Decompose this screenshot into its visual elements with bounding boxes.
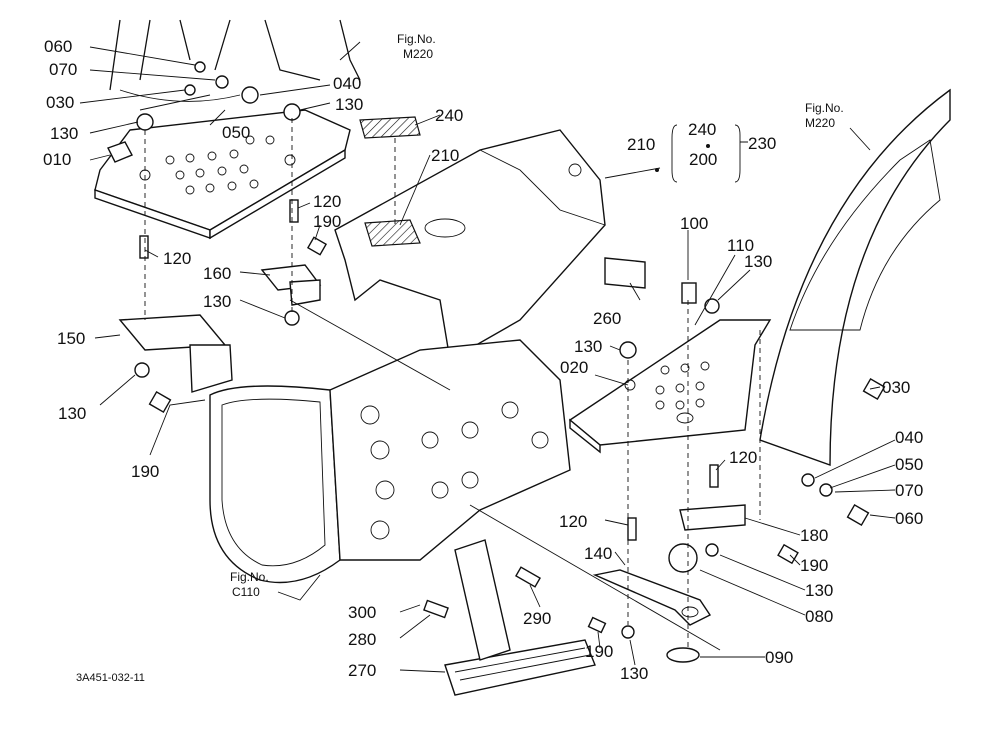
part-label-120: 120 <box>163 249 192 268</box>
group-label-210: 210 <box>627 135 656 154</box>
left-step-plate <box>94 109 351 240</box>
fig-ref-label: Fig.No. <box>397 32 436 46</box>
part-label-130: 130 <box>620 664 649 683</box>
part-label-030: 030 <box>46 93 75 112</box>
part-label-260: 260 <box>593 309 622 328</box>
part-label-140: 140 <box>584 544 613 563</box>
part-label-190: 190 <box>313 212 342 231</box>
part-260 <box>604 257 646 289</box>
part-label-190: 190 <box>800 556 829 575</box>
arm-140 <box>592 569 712 626</box>
leader-lines <box>79 41 896 673</box>
transmission-housing <box>209 339 571 584</box>
part-label-160: 160 <box>203 264 232 283</box>
part-label-280: 280 <box>348 630 377 649</box>
part-label-010: 010 <box>43 150 72 169</box>
centre-lines <box>144 118 761 650</box>
part-label-100: 100 <box>680 214 709 233</box>
part-label-290: 290 <box>523 609 552 628</box>
part-label-120: 120 <box>559 512 588 531</box>
part-label-270: 270 <box>348 661 377 680</box>
part-label-080: 080 <box>805 607 834 626</box>
part-label-130: 130 <box>335 95 364 114</box>
part-label-060: 060 <box>44 37 73 56</box>
part-label-240: 240 <box>435 106 464 125</box>
plate-holes <box>139 135 296 195</box>
fig-ref-number: C110 <box>232 585 260 599</box>
cab-frame-outline <box>109 19 361 111</box>
part-label-090: 090 <box>765 648 794 667</box>
decal-240 <box>359 116 421 139</box>
fig-ref-label: Fig.No. <box>230 570 269 584</box>
part-label-040: 040 <box>333 74 362 93</box>
fig-ref-number: M220 <box>403 47 434 61</box>
bracket-160 <box>260 264 322 306</box>
part-label-130: 130 <box>203 292 232 311</box>
bracket-180 <box>679 504 746 531</box>
group-label-200: 200 <box>689 150 718 169</box>
part-label-300: 300 <box>348 603 377 622</box>
part-label-130: 130 <box>805 581 834 600</box>
fig-ref-number: M220 <box>805 116 836 130</box>
right-step-plate <box>568 319 772 454</box>
fig-ref-label: Fig.No. <box>805 101 844 115</box>
part-label-060: 060 <box>895 509 924 528</box>
part-label-050: 050 <box>895 455 924 474</box>
part-label-120: 120 <box>313 192 342 211</box>
center-cover <box>334 129 606 362</box>
part-label-180: 180 <box>800 526 829 545</box>
part-label-130: 130 <box>574 337 603 356</box>
part-label-070: 070 <box>895 481 924 500</box>
part-label-150: 150 <box>57 329 86 348</box>
right-fender <box>759 88 951 466</box>
group-label-240: 240 <box>688 120 717 139</box>
part-label-190: 190 <box>585 642 614 661</box>
part-label-130: 130 <box>50 124 79 143</box>
group-bracket-230 <box>655 124 748 183</box>
part-label-110: 110 <box>727 236 755 255</box>
part-label-050: 050 <box>222 123 251 142</box>
part-label-130: 130 <box>744 252 773 271</box>
group-label-230: 230 <box>748 134 777 153</box>
part-label-040: 040 <box>895 428 924 447</box>
drawing-code: 3A451-032-11 <box>76 672 145 684</box>
part-label-120: 120 <box>729 448 758 467</box>
part-label-130: 130 <box>58 404 87 423</box>
part-label-030: 030 <box>882 378 911 397</box>
bracket-150 <box>118 314 233 393</box>
part-label-190: 190 <box>131 462 160 481</box>
part-label-210: 210 <box>431 146 460 165</box>
step-pedal-270 <box>444 539 596 696</box>
part-label-020: 020 <box>560 358 589 377</box>
part-label-070: 070 <box>49 60 78 79</box>
